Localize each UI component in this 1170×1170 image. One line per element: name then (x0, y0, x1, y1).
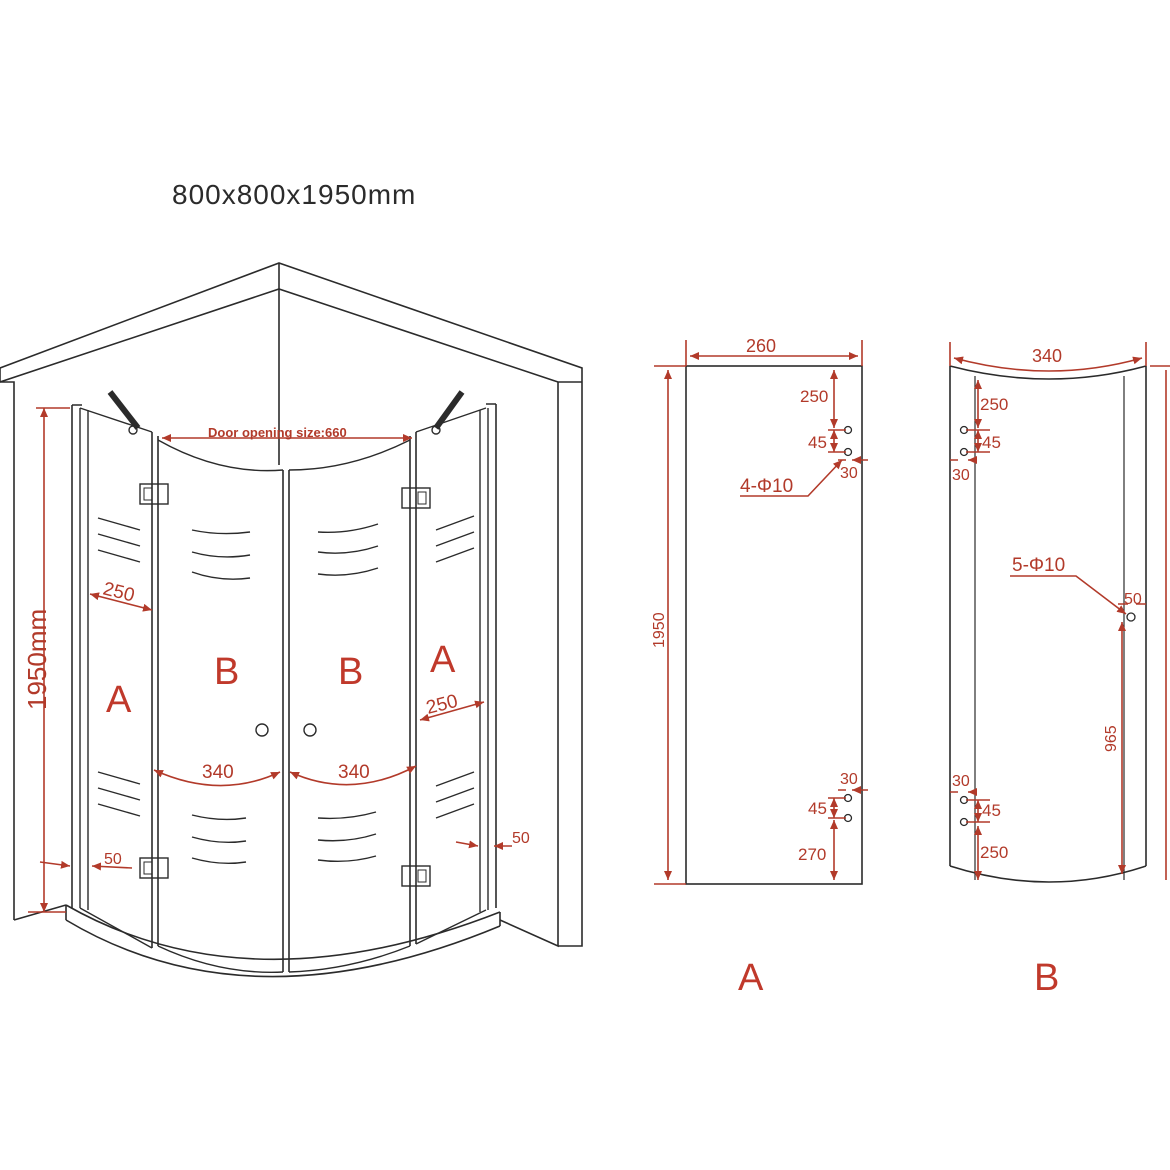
panel-b-bottom-edge-label: 30 (952, 773, 970, 790)
panel-b-top-edge-label: 30 (952, 467, 970, 484)
dim-250-left-label: 250 (101, 578, 137, 606)
height-label: 1950mm (22, 609, 52, 710)
hinges (139, 483, 431, 887)
door-handles (255, 723, 317, 737)
dimension-50-left: 50 (39, 851, 133, 871)
stabilizer-bars (107, 390, 465, 435)
panel-a-caption: A (738, 957, 764, 999)
panel-b-width-label: 340 (1032, 346, 1062, 366)
panel-label-left-b: B (214, 651, 239, 693)
door-opening-label: Door opening size:660 (208, 425, 347, 440)
dim-250-right-label: 250 (424, 691, 460, 719)
dimension-50-right: 50 (455, 830, 530, 850)
dim-340-right-label: 340 (338, 762, 370, 783)
panel-label-right-a: A (430, 639, 456, 681)
panel-a-top-spacing-label: 45 (808, 433, 827, 452)
panel-a-bottom-offset-label: 270 (798, 845, 826, 864)
dim-340-left-label: 340 (202, 762, 234, 783)
panel-b-handle-edge-label: 50 (1124, 591, 1142, 608)
panel-a-top-offset-label: 250 (800, 387, 828, 406)
product-dimensions-title: 800x800x1950mm (172, 179, 416, 210)
panel-a-elevation: 260 1950 250 45 30 4-Φ10 30 45 270 A (651, 336, 868, 999)
dimension-250-left: 250 (89, 578, 153, 612)
panel-b-elevation: 340 250 45 30 5-Φ10 50 965 30 45 250 B (949, 342, 1170, 999)
panel-b-handle-height-label: 965 (1103, 725, 1120, 752)
panel-b-top-offset-label: 250 (980, 395, 1008, 414)
panel-a-top-edge-label: 30 (840, 465, 858, 482)
glass-panels (71, 403, 497, 973)
panel-b-holes-label: 5-Φ10 (1012, 555, 1065, 576)
dimension-340-right: 340 (289, 762, 417, 786)
isometric-view: Door opening size:660 1950mm 250 250 340… (0, 262, 583, 978)
height-dimension: 1950mm (22, 407, 70, 913)
panel-a-width-label: 260 (746, 336, 776, 356)
panel-a-bottom-spacing-label: 45 (808, 799, 827, 818)
dim-50-left-label: 50 (104, 851, 122, 868)
panel-b-bottom-offset-label: 250 (980, 843, 1008, 862)
panel-b-top-spacing-label: 45 (982, 433, 1001, 452)
panel-b-bottom-spacing-label: 45 (982, 801, 1001, 820)
dimension-250-right: 250 (419, 691, 485, 722)
panel-label-right-b: B (338, 651, 363, 693)
door-opening-dimension: Door opening size:660 (162, 425, 412, 442)
dim-50-right-label: 50 (512, 830, 530, 847)
panel-b-caption: B (1034, 957, 1059, 999)
panel-label-left-a: A (106, 679, 132, 721)
panel-a-height-label: 1950 (651, 612, 668, 648)
panel-a-bottom-edge-label: 30 (840, 771, 858, 788)
panel-a-holes-label: 4-Φ10 (740, 476, 793, 497)
glass-reflections (97, 515, 475, 865)
dimension-340-left: 340 (153, 762, 281, 787)
b-handle-hole (1126, 612, 1136, 622)
